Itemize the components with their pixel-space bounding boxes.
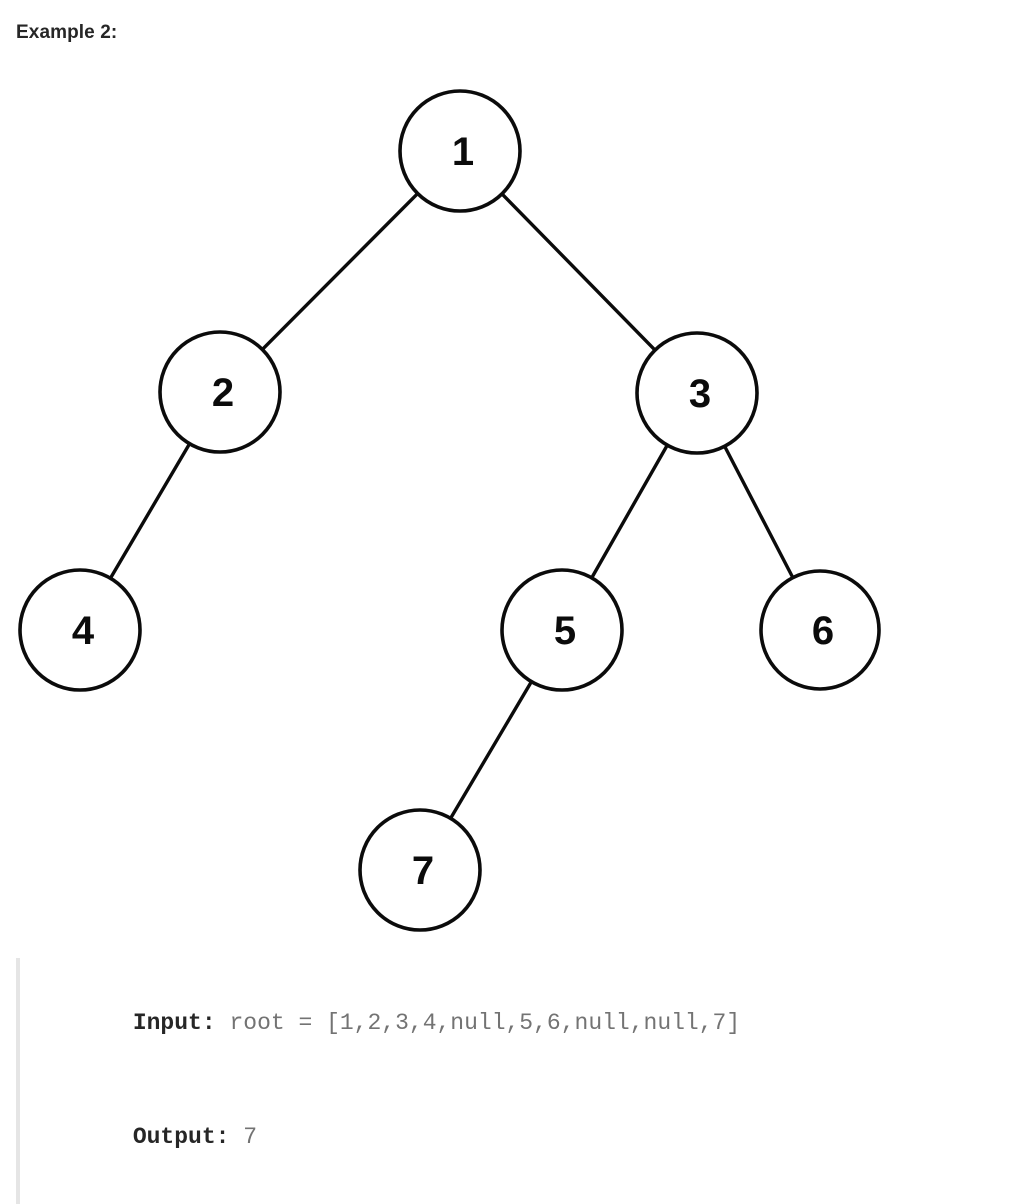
tree-node-label-6: 6	[812, 609, 834, 653]
tree-node-circle-2	[158, 330, 282, 454]
code-input-key: Input:	[132, 1010, 216, 1036]
tree-node-label-7: 7	[412, 849, 434, 893]
tree-node-circle-6	[759, 569, 881, 691]
tree-edge-3-5	[589, 442, 670, 581]
tree-node-circle-3	[635, 331, 759, 455]
tree-node-layer: 1 2 3 4 5 6 7	[18, 89, 881, 932]
tree-edge-2-4	[108, 441, 192, 581]
tree-node-label-3: 3	[689, 372, 711, 416]
tree-node-7: 7	[358, 808, 482, 932]
tree-node-circle-5	[500, 568, 624, 692]
page-title: Example 2:	[16, 22, 118, 43]
tree-node-1: 1	[398, 89, 522, 213]
code-output-value: 7	[229, 1124, 258, 1150]
code-output-key: Output:	[132, 1124, 230, 1150]
tree-node-circle-4	[18, 568, 142, 692]
tree-canvas: 1 2 3 4 5 6 7	[18, 89, 881, 932]
code-line-input: Input: root = [1,2,3,4,null,5,6,null,nul…	[50, 966, 1006, 1080]
example-code-block: Input: root = [1,2,3,4,null,5,6,null,nul…	[16, 958, 1006, 1204]
tree-node-6: 6	[759, 569, 881, 691]
tree-node-circle-1	[398, 89, 522, 213]
tree-edge-5-7	[448, 679, 534, 821]
tree-edge-layer	[108, 191, 795, 821]
tree-node-2: 2	[158, 330, 282, 454]
tree-node-label-4: 4	[72, 609, 95, 653]
tree-node-circle-7	[358, 808, 482, 932]
tree-edge-1-2	[259, 191, 421, 352]
tree-node-label-2: 2	[212, 371, 234, 415]
tree-node-label-1: 1	[452, 130, 474, 174]
tree-node-5: 5	[500, 568, 624, 692]
tree-edge-1-3	[499, 191, 658, 353]
binary-tree-diagram: 1 2 3 4 5 6 7	[0, 60, 1024, 950]
code-line-output: Output: 7	[50, 1080, 1006, 1194]
code-input-value: root = [1,2,3,4,null,5,6,null,null,7]	[215, 1010, 741, 1036]
page-root: Example 2: 1 2 3 4 5 6 7 Input: root = [1,2,3,…	[0, 22, 1024, 1204]
tree-node-label-5: 5	[554, 609, 576, 653]
tree-edge-3-6	[722, 443, 795, 581]
tree-node-3: 3	[635, 331, 759, 455]
tree-node-4: 4	[18, 568, 142, 692]
